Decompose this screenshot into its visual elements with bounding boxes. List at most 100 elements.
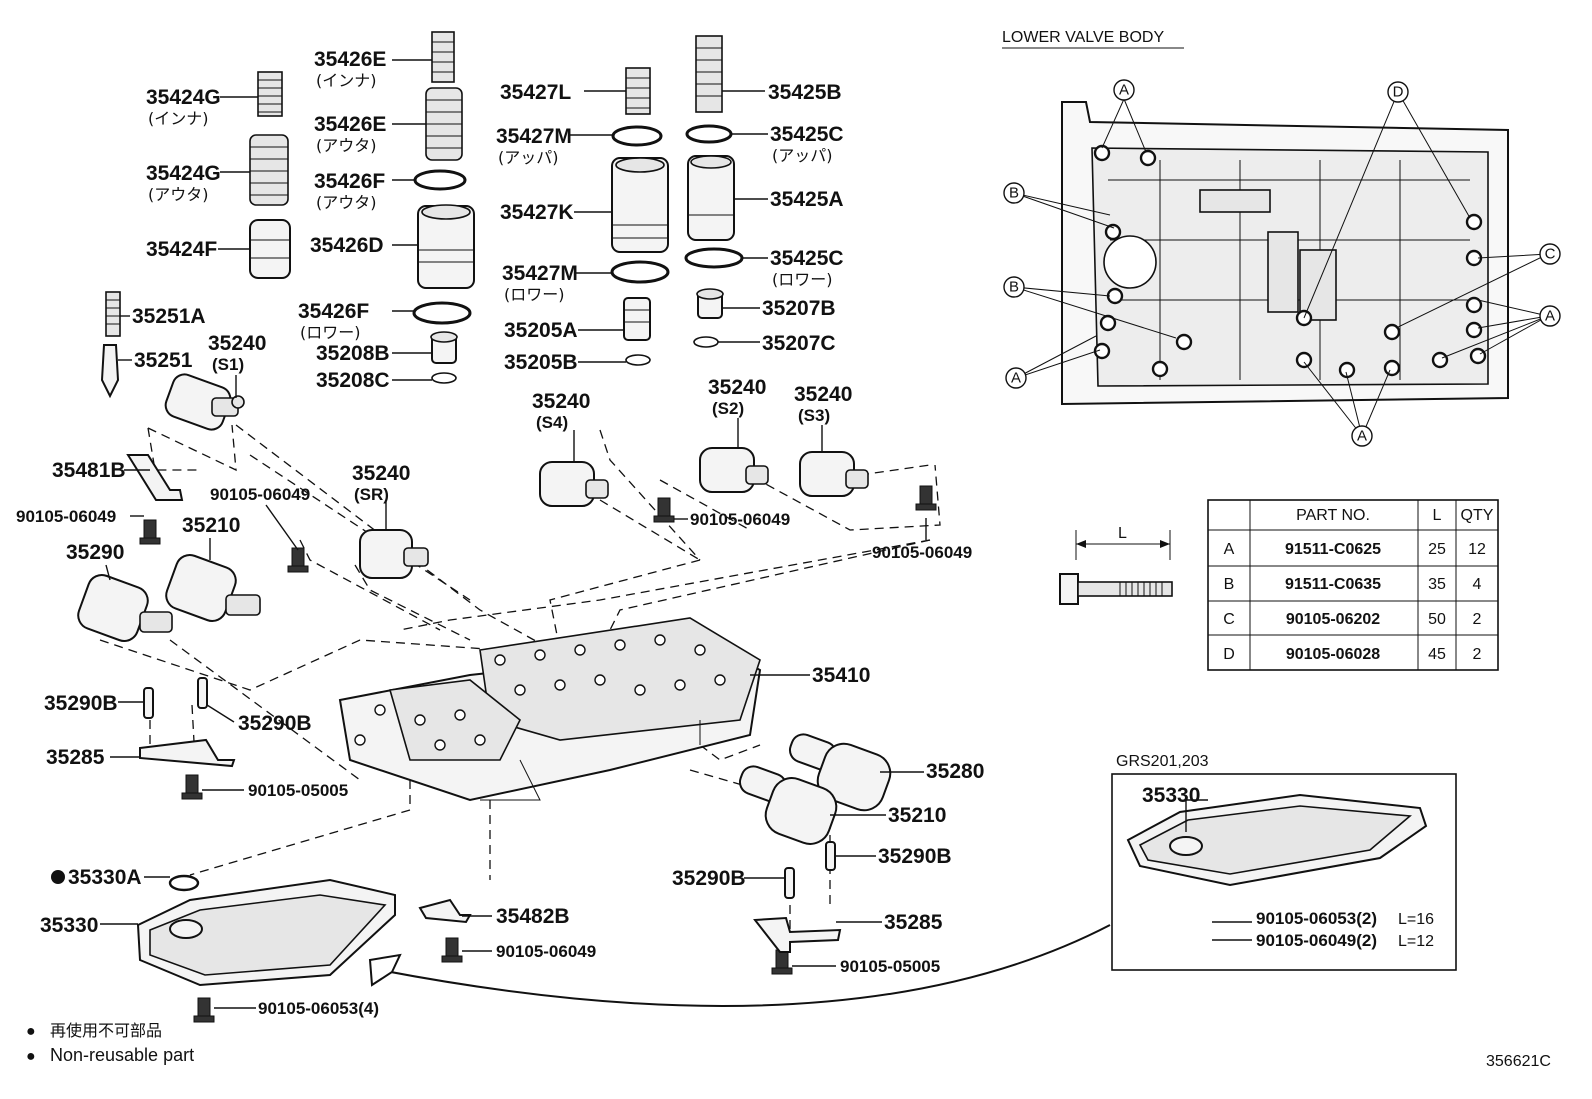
oring-35427M-upper [611, 125, 663, 147]
spring-35425B [695, 35, 723, 113]
plug-35205A [623, 297, 651, 341]
label-35425B: 35425B [768, 81, 842, 104]
label-35240-sr: 35240 [352, 462, 410, 485]
variant-inset: GRS201,203 35330 90105-06053(2) L=16 901… [1111, 753, 1457, 971]
plug-35207B [696, 288, 724, 319]
bracket-35482B [418, 898, 472, 924]
label-35426D: 35426D [310, 234, 384, 257]
table-row-a-key: A [1224, 541, 1235, 558]
non-reusable-bullet [51, 870, 65, 884]
solenoid-35290 [77, 574, 173, 642]
table-row-c-qty: 2 [1473, 611, 1482, 628]
bolt-dimension-sketch: L [1059, 525, 1173, 605]
label-90105-06049-2-length: L=12 [1398, 933, 1434, 950]
pin-35290B-d [784, 867, 795, 899]
callout-c-1: C [1545, 246, 1556, 263]
label-35285-b: 35285 [884, 911, 943, 934]
table-row-b-l: 35 [1428, 576, 1446, 593]
spring-35424G-inner [257, 71, 283, 117]
spring-35427L [625, 67, 651, 115]
label-35240-s1: 35240 [208, 332, 266, 355]
oring-35425C-lower [684, 247, 744, 269]
legend-japanese: 再使用不可部品 [50, 1022, 162, 1040]
label-35207B: 35207B [762, 297, 836, 320]
table-row-d-key: D [1223, 646, 1235, 663]
lower-valve-body-title: LOWER VALVE BODY [1002, 29, 1164, 46]
oring-35426F-outer [413, 169, 467, 191]
solenoid-35240-s4 [539, 461, 609, 507]
legend-bullet-1: ● [26, 1023, 36, 1040]
label-35427M-upper: 35427M [496, 125, 572, 148]
label-35251: 35251 [134, 349, 193, 372]
label-35207C: 35207C [762, 332, 836, 355]
label-35285-a: 35285 [46, 746, 105, 769]
part-number-labels: 35424G (インナ) 35424G (アウタ) 35424F 35426E … [16, 48, 984, 1018]
label-35426F-outer-sub: (アウタ) [316, 193, 377, 212]
solenoid-35280 [788, 733, 892, 812]
label-90105-06049-e: 90105-06049 [496, 942, 596, 961]
oring-35426F-lower [412, 301, 472, 325]
label-90105-06049-c: 90105-06049 [690, 510, 790, 529]
solenoid-35210-right [738, 765, 838, 845]
label-90105-06049-d: 90105-06049 [872, 543, 972, 562]
label-35425A: 35425A [770, 188, 844, 211]
clip-35205B [625, 354, 651, 366]
table-header-part-no: PART NO. [1296, 507, 1370, 524]
sleeve-35426D [417, 204, 475, 289]
table-row-a-part: 91511-C0625 [1285, 541, 1381, 558]
spring-35426E-outer [425, 87, 463, 161]
plunger-35424F [249, 219, 291, 279]
curved-arrow [368, 924, 1111, 1007]
oil-strainer-35330 [136, 878, 396, 987]
label-90105-06053-2: 90105-06053(2) [1256, 909, 1377, 928]
label-90105-05005-b: 90105-05005 [840, 957, 940, 976]
label-90105-06049-2: 90105-06049(2) [1256, 931, 1377, 950]
label-35424G-inner: 35424G [146, 86, 221, 109]
table-row-d-l: 45 [1428, 646, 1446, 663]
label-35210-b: 35210 [888, 804, 946, 827]
oil-strainer-35330-variant [1126, 793, 1428, 887]
spring-35251A [105, 291, 121, 337]
callout-b-2: B [1009, 279, 1019, 296]
bracket-35481B [126, 454, 184, 501]
pin-35290B-c [825, 841, 836, 871]
label-35210-a: 35210 [182, 514, 240, 537]
label-35426E-outer-sub: (アウタ) [316, 136, 377, 155]
table-row-b-key: B [1224, 576, 1235, 593]
label-35205A: 35205A [504, 319, 578, 342]
solenoid-35240-s1 [164, 373, 245, 431]
label-35481B: 35481B [52, 459, 126, 482]
table-row-b-qty: 4 [1473, 576, 1482, 593]
table-row-c-l: 50 [1428, 611, 1446, 628]
table-row-a-qty: 12 [1468, 541, 1486, 558]
label-35427M-lower: 35427M [502, 262, 578, 285]
leader-lines [100, 59, 927, 1009]
callout-a-4: A [1357, 428, 1367, 445]
figure-code: 356621C [1486, 1053, 1551, 1070]
label-90105-05005-a: 90105-05005 [248, 781, 348, 800]
label-35427K: 35427K [500, 201, 574, 224]
label-35426E-inner: 35426E [314, 48, 386, 71]
label-35290B-d: 35290B [672, 867, 746, 890]
label-35426E-inner-sub: (インナ) [316, 71, 377, 90]
label-35240-s2-sub: (S2) [712, 399, 744, 418]
oring-35425C-upper [685, 124, 733, 144]
plate-35285-right [753, 916, 842, 953]
table-header-l: L [1433, 507, 1442, 524]
table-row-d-qty: 2 [1473, 646, 1482, 663]
solenoid-35210-left [165, 554, 261, 622]
label-35427L: 35427L [500, 81, 571, 104]
table-row-b-part: 91511-C0635 [1285, 576, 1381, 593]
label-35424F: 35424F [146, 238, 217, 261]
sleeve-35425A [687, 155, 735, 241]
table-row-c-key: C [1223, 611, 1235, 628]
callout-a-2: A [1011, 370, 1021, 387]
table-row-d-part: 90105-06028 [1286, 646, 1380, 663]
clip-35208C [431, 372, 457, 384]
label-35290B-a: 35290B [44, 692, 118, 715]
label-35208C: 35208C [316, 369, 390, 392]
label-35290B-b: 35290B [238, 712, 312, 735]
label-35330-a: 35330 [40, 914, 98, 937]
spring-35426E-inner [431, 31, 455, 83]
